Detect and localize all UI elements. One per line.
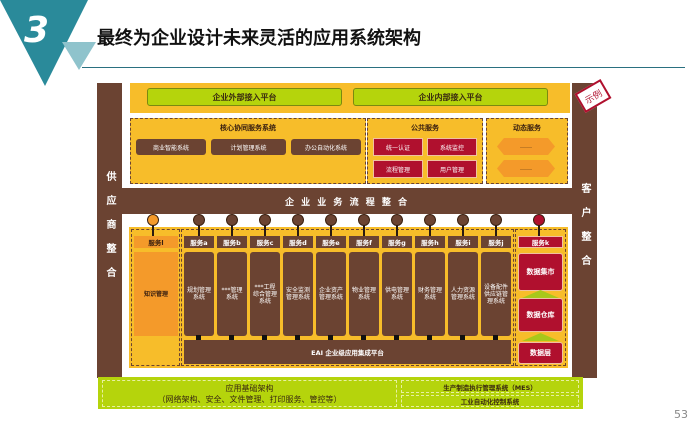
dynamic-services: 动态服务 …… …… — [486, 118, 568, 184]
application-infrastructure: 应用基础架构 （网络架构、安全、文件管理、打印服务、管控等） — [102, 380, 397, 407]
eai-platform: EAI 企业级应用集成平台 — [184, 340, 511, 364]
arrow-up-icon — [522, 290, 559, 298]
connector-node — [196, 335, 201, 340]
connector-stem — [297, 225, 299, 236]
connector-stem — [264, 225, 266, 236]
connector-stem — [330, 225, 332, 236]
connector-stem — [363, 225, 365, 236]
infrastructure-title: 应用基础架构 — [225, 383, 274, 393]
service-header: 服务g — [382, 236, 412, 248]
connector-node — [427, 335, 432, 340]
connector-node — [394, 335, 399, 340]
system-column: 人力资源管理系统 — [448, 252, 478, 336]
system-column: 安全监测管理系统 — [283, 252, 313, 336]
external-access-platform: 企业外部接入平台 — [147, 88, 342, 106]
data-mart: 数据集市 — [518, 253, 563, 291]
system-column: 设备配件供应链管理系统 — [481, 252, 511, 336]
page-number: 53 — [674, 408, 688, 421]
service-header: 服务j — [481, 236, 511, 248]
connector-node — [262, 335, 267, 340]
core-services-title: 核心协同服务系统 — [220, 124, 276, 132]
public-services-title: 公共服务 — [411, 124, 439, 132]
service-header: 服务i — [448, 236, 478, 248]
core-item: 计划管理系统 — [211, 139, 286, 155]
service-header: 服务c — [250, 236, 280, 248]
page-title: 最终为企业设计未来灵活的应用系统架构 — [97, 28, 421, 49]
connector-stem — [231, 225, 233, 236]
dynamic-item: …… — [497, 160, 555, 177]
section-number: 3 — [24, 10, 50, 51]
system-column: 财务管理系统 — [415, 252, 445, 336]
connector-node — [295, 335, 300, 340]
system-column: ***工程综合管理系统 — [250, 252, 280, 336]
mes-system: 生产制造执行管理系统（MES） — [401, 380, 579, 393]
title-divider — [82, 67, 685, 68]
connector-stem — [495, 225, 497, 236]
service-header: 服务a — [184, 236, 214, 248]
service-header: 服务e — [316, 236, 346, 248]
connector-node — [460, 335, 465, 340]
system-column: ***管理系统 — [217, 252, 247, 336]
connector-node — [229, 335, 234, 340]
connector-stem — [152, 225, 154, 236]
public-services: 公共服务 统一认证 系统监控 流程管理 用户管理 — [367, 118, 483, 184]
core-item: 商业智能系统 — [136, 139, 206, 155]
supplier-integration: 供应商整合 — [97, 83, 122, 378]
public-item: 统一认证 — [373, 138, 423, 156]
data-group — [515, 229, 566, 366]
knowledge-management: 知识管理 — [134, 252, 178, 336]
system-column: 物业管理系统 — [349, 252, 379, 336]
infrastructure-subtitle: （网络架构、安全、文件管理、打印服务、管控等） — [157, 394, 342, 404]
public-item: 系统监控 — [427, 138, 477, 156]
connector-node — [361, 335, 366, 340]
section-badge — [0, 0, 96, 86]
service-header: 服务k — [518, 236, 563, 248]
service-header: 服务b — [217, 236, 247, 248]
automation-control-system: 工业自动化控制系统 — [401, 395, 579, 407]
service-header: 服务f — [349, 236, 379, 248]
connector-stem — [198, 225, 200, 236]
knowledge-group — [131, 229, 180, 366]
services-group — [181, 229, 514, 366]
public-item: 用户管理 — [427, 160, 477, 178]
system-column: 企业资产管理系统 — [316, 252, 346, 336]
dynamic-item: …… — [497, 138, 555, 155]
data-layer: 数据层 — [518, 342, 563, 364]
arrow-up-icon — [522, 333, 559, 341]
foundation-layer — [98, 377, 583, 409]
internal-access-platform: 企业内部接入平台 — [353, 88, 548, 106]
connector-node — [328, 335, 333, 340]
connector-stem — [429, 225, 431, 236]
core-item: 办公自动化系统 — [291, 139, 361, 155]
connector-stem — [396, 225, 398, 236]
public-item: 流程管理 — [373, 160, 423, 178]
service-header: 服务d — [283, 236, 313, 248]
system-column: 供电管理系统 — [382, 252, 412, 336]
customer-integration: 客户整合 — [572, 83, 597, 378]
connector-stem — [538, 225, 540, 236]
dynamic-services-title: 动态服务 — [513, 124, 541, 132]
core-services: 核心协同服务系统 商业智能系统 计划管理系统 办公自动化系统 — [130, 118, 366, 184]
connector-stem — [462, 225, 464, 236]
system-column: 规划管理系统 — [184, 252, 214, 336]
connector-node — [493, 335, 498, 340]
data-warehouse: 数据仓库 — [518, 298, 563, 332]
service-header: 服务l — [134, 236, 178, 248]
business-process-integration: 企 业 业 务 流 程 整 合 — [122, 188, 572, 214]
service-header: 服务h — [415, 236, 445, 248]
